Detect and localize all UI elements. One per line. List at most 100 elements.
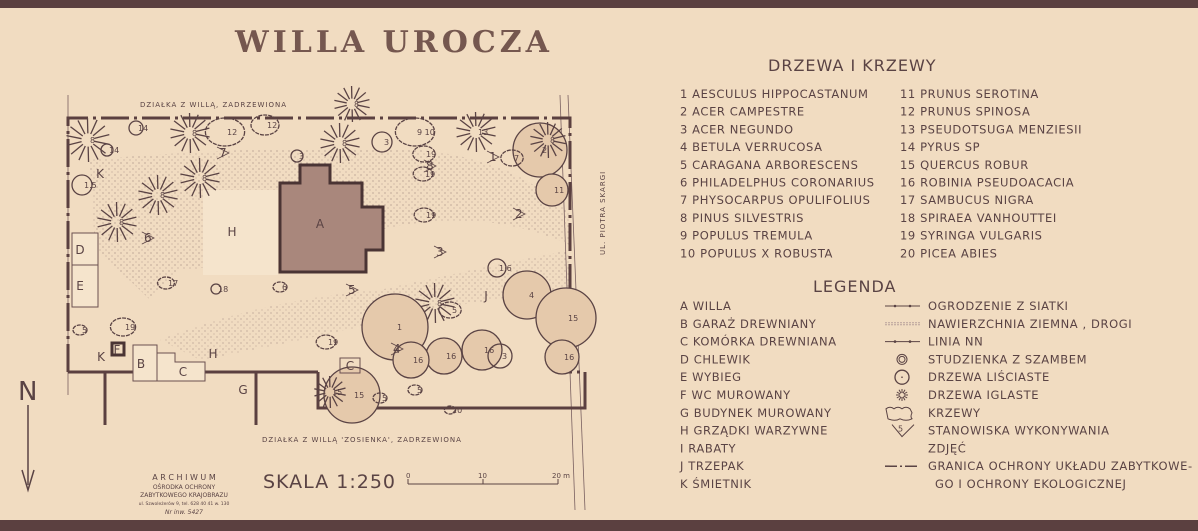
deciduous-tree: 15 [323,366,381,424]
species-item: 14 PYRUS SP [900,140,980,154]
tree-number-label: 15 [354,391,364,400]
tree-number-label: 12 [267,121,277,130]
tree-number-label: 2 [542,146,547,155]
site-plan: DZIAŁKA Z WILLĄ, ZADRZEWIONA DZIAŁKA Z W… [66,85,607,511]
building-label: H [227,225,236,239]
conifer-tree: 15 [314,375,346,409]
conifer-tree: 8 [180,157,220,199]
legend-building-item: C KOMÓRKA DREWNIANA [680,334,837,349]
legend-building-item: D CHLEWIK [680,352,751,366]
deciduous-tree: 3 [487,343,513,369]
storage-building [339,357,361,374]
species-item: 20 PICEA ABIES [900,246,998,260]
shrub: 5 [438,301,462,319]
stamp-line: A R C H I W U M [152,473,216,482]
deciduous-tree: 14 [128,120,148,136]
scale-tick: 0 [406,472,410,480]
tree-number-label: 8 [342,139,347,148]
tree-number-label: 5 [82,326,87,335]
archive-stamp: A R C H I W U M OŚRODKA OCHRONY ZABYTKOW… [139,473,230,516]
tree-number-label: 9 10 [417,128,435,137]
deciduous-tree: 1·6 [487,258,512,278]
legend-symbol-label: LINIA NN [928,335,983,349]
tree-number-label: 8 [437,299,442,308]
shrub: 19 [413,207,436,223]
conifer-tree: 8 [320,122,360,164]
species-item: 7 PHYSOCARPUS OPULIFOLIUS [680,193,871,207]
photo-station-number: 7 [219,146,227,160]
building-label: K [96,167,105,181]
legend-symbol-label: DRZEWA LIŚCIASTE [928,369,1050,384]
building-label: G [238,383,247,397]
power-line-icon [885,340,920,343]
deciduous-tree: 16 [544,339,580,375]
photo-station-number: 6 [144,231,152,245]
deciduous-tree: 11 [535,173,569,207]
species-item: 19 SYRINGA VULGARIS [900,229,1043,243]
building-label: D [75,243,84,257]
conifer-tree: 8 [170,112,210,154]
shrub: 19 [315,334,338,350]
building-label: A [316,217,325,231]
conifer-tree: 8 [138,174,178,216]
tree-number-label: 16 [413,356,423,365]
photo-station-number: 8 [426,159,434,173]
species-item: 11 PRUNUS SEROTINA [900,87,1039,101]
building-label: H [208,347,217,361]
tree-number-label: 12 [227,128,237,137]
stamp-line: ZABYTKOWEGO KRAJOBRAZU [140,492,228,499]
tree-number-label: 6 [282,283,287,292]
tree-number-label: 17 [168,279,178,288]
tree-number-label: 19 [426,211,436,220]
tree-number-label: 1·6 [499,264,512,273]
tree-number-label: 20 [452,406,462,415]
building-label: C [179,365,187,379]
shrub: 5 [72,324,88,336]
conifer-tree: 8 [66,117,110,163]
pigsty-building [71,232,99,266]
tree-number-label: 8 [119,218,124,227]
building-label: K [97,350,106,364]
species-item: 15 QUERCUS ROBUR [900,158,1029,172]
tree-number-label: 8 [90,136,95,145]
species-item: 8 PINUS SILVESTRIS [680,211,804,225]
legend-symbol-label: GRANICA OCHRONY UKŁADU ZABYTKOWE- [928,459,1193,473]
tree-number-label: 5 [452,306,457,315]
legend-symbol-label: STANOWISKA WYKONYWANIA [928,424,1110,438]
tree-number-label: 11 [554,186,564,195]
species-item: 3 ACER NEGUNDO [680,122,794,136]
species-item: 2 ACER CAMPESTRE [680,105,805,119]
photo-station-marker: 2 [512,207,526,221]
shrub: 6 [272,281,288,293]
top-neighbor-label: DZIAŁKA Z WILLĄ, ZADRZEWIONA [140,101,287,109]
photo-station-marker: 6 [141,231,155,245]
septic-well-icon [896,353,908,365]
legend-symbol-label: DRZEWA IGLASTE [928,388,1039,402]
fence-line-icon [885,304,920,308]
legend-symbol-label: STUDZIENKA Z SZAMBEM [928,352,1087,366]
tree-number-label: 1.5 [84,181,97,190]
building-label: C [346,359,354,373]
photo-station-number: 5 [348,283,356,297]
shrub: 17 [156,276,178,290]
building-label: J [483,289,488,303]
shrub: 12 [250,114,280,136]
shrub: 20 [443,405,462,415]
scale-tick: 10 [478,472,487,480]
deciduous-tree: 16 [425,337,463,375]
tree-number-label: 3 [384,138,389,147]
photo-station-number: 3 [436,245,444,259]
legend-symbol-label: NAWIERZCHNIA ZIEMNA , DROGI [928,317,1132,331]
tree-number-label: 16 [564,353,574,362]
scale-tick: 20 m [552,472,570,480]
stamp-line: OŚRODKA OCHRONY [153,484,216,491]
shrub: 7 [500,149,524,167]
deciduous-tree: 3 [290,149,304,163]
legend-symbol-label: KRZEWY [928,406,981,420]
legend-building-item: E WYBIEG [680,370,742,384]
conifer-tree: 13 [456,111,496,153]
